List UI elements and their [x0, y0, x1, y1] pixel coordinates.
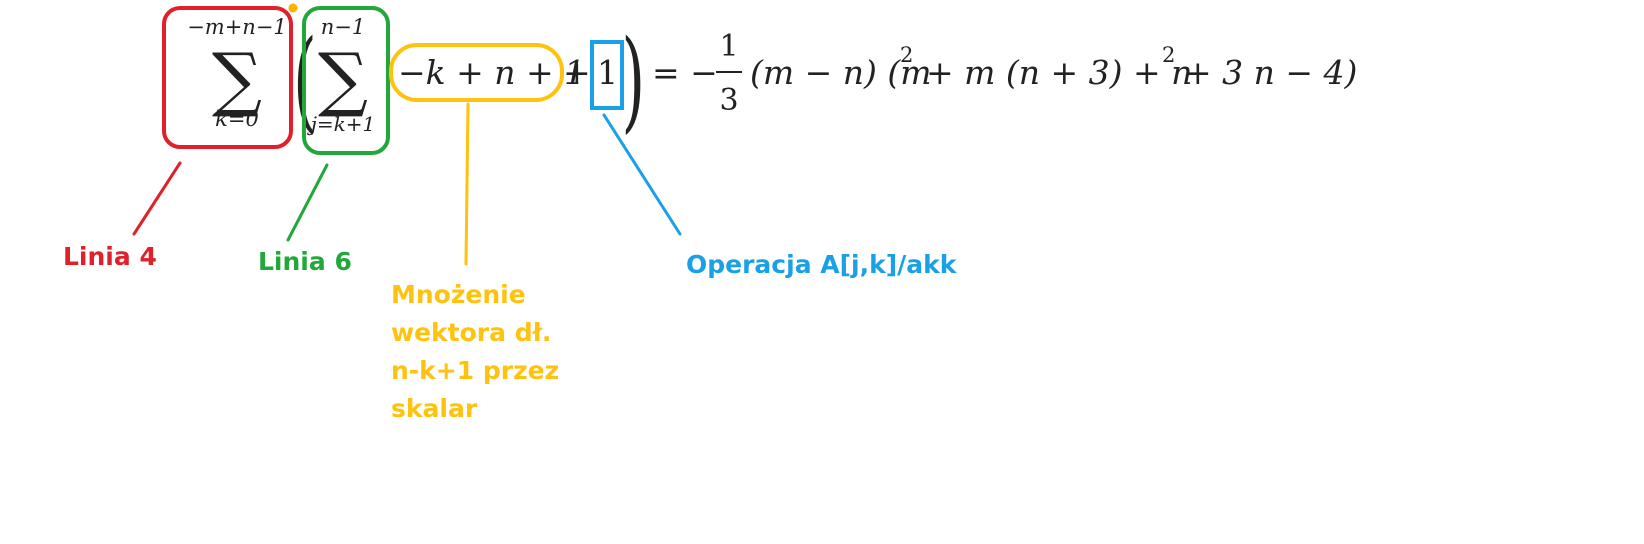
orange-marker-dot [288, 3, 298, 13]
mnozenie-label-line-3: n-k+1 przez [391, 356, 559, 385]
equals-minus: = − [652, 53, 718, 92]
rhs-square-1: 2 [900, 43, 913, 67]
linia-6-label: Linia 6 [258, 247, 352, 276]
highlights [162, 3, 624, 155]
fraction-denominator: 3 [719, 83, 738, 118]
mnozenie-label-line-2: wektora dł. [391, 318, 551, 347]
green-connector-line [286, 163, 329, 242]
inner-sum-lower-limit: j=k+1 [307, 112, 376, 136]
inner-term-highlight-box [389, 43, 564, 102]
blue-connector-line [602, 113, 682, 236]
plus-sign: + [563, 53, 591, 92]
mnozenie-label-line-1: Mnożenie [391, 280, 526, 309]
formula: −m+n−1 ∑ k=0 ( n−1 ∑ j=k+1 −k + n + 1 + … [187, 15, 1357, 144]
operacja-label: Operacja A[j,k]/akk [686, 250, 958, 279]
yellow-connector-line [464, 102, 470, 266]
rhs-part-c: + 3 n − 4) [1184, 53, 1357, 92]
rhs-part-b: + m (n + 3) + n [926, 53, 1192, 92]
inner-sum-upper-limit: n−1 [321, 15, 365, 39]
linia-4-label: Linia 4 [63, 242, 157, 271]
rhs-part-a: (m − n) (m [750, 53, 932, 92]
one-term: 1 [597, 53, 618, 92]
rhs-square-2: 2 [1162, 43, 1175, 67]
inner-sum-highlight-box [302, 6, 390, 155]
close-paren: ) [622, 16, 646, 144]
outer-sum-lower-limit: k=0 [215, 107, 259, 131]
inner-sum-symbol: ∑ [318, 38, 368, 120]
one-highlight-box [590, 40, 624, 110]
outer-sum-upper-limit: −m+n−1 [187, 15, 287, 39]
red-connector-line [132, 161, 182, 236]
outer-sum-highlight-box [162, 6, 293, 149]
annotation-labels: Linia 4 Linia 6 Mnożenie wektora dł. n-k… [63, 242, 958, 423]
outer-sum-symbol: ∑ [212, 38, 262, 120]
inner-term: −k + n + 1 [398, 53, 585, 92]
fraction-numerator: 1 [719, 29, 738, 64]
mnozenie-label-line-4: skalar [391, 394, 478, 423]
connectors [132, 102, 682, 266]
